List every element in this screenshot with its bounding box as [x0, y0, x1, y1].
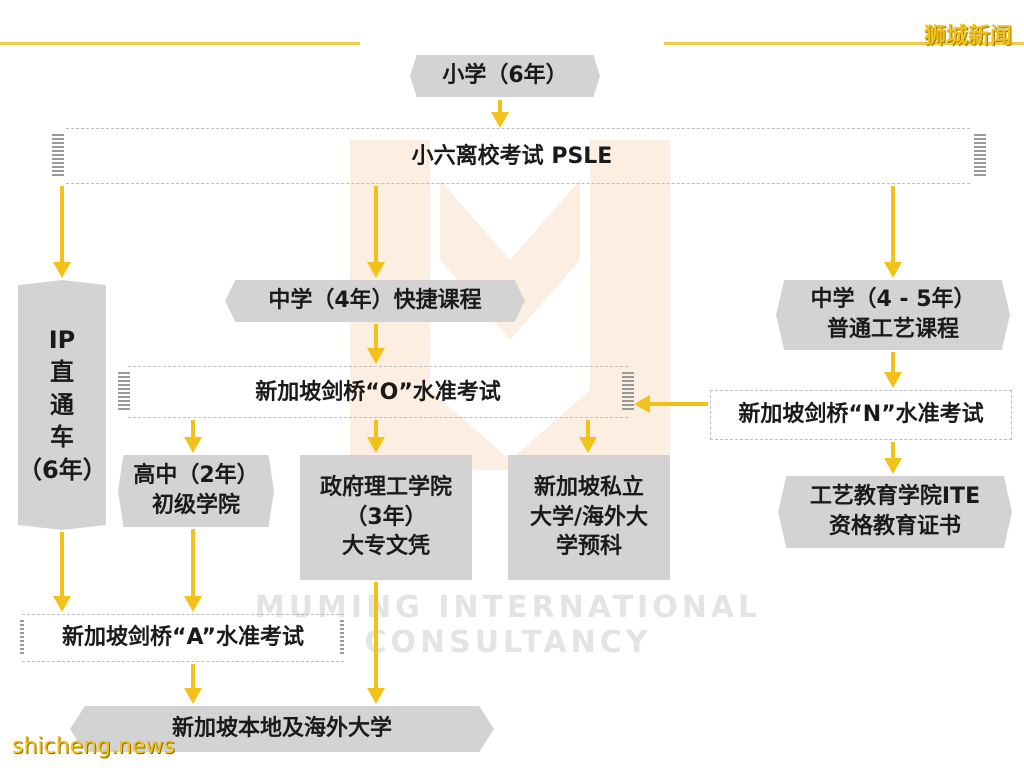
node-o-level: 新加坡剑桥“O”水准考试	[255, 380, 501, 406]
o-level-right-stripe	[622, 372, 634, 412]
poly-line-2: （3年）	[345, 504, 427, 530]
arrow-a-level-to-university	[184, 664, 202, 704]
arrow-primary-to-psle	[491, 100, 509, 128]
ip-line-2: 直	[50, 358, 74, 387]
a-level-right-stripe	[340, 620, 344, 656]
arrow-psle-to-normal	[884, 186, 902, 278]
poly-line-1: 政府理工学院	[319, 474, 452, 500]
arrow-poly-to-university	[367, 582, 385, 704]
poly-line-3: 大专文凭	[341, 534, 430, 560]
node-normal: 中学（4 - 5年） 普通工艺课程	[776, 280, 1010, 350]
ip-line-4: 车	[50, 423, 74, 452]
arrow-o-level-to-jc	[184, 420, 202, 453]
ite-line-2: 资格教育证书	[828, 514, 961, 539]
node-university: 新加坡本地及海外大学	[70, 706, 494, 752]
arrow-n-level-to-ite	[884, 442, 902, 474]
node-primary: 小学（6年）	[410, 55, 600, 97]
psle-left-stripe	[52, 134, 64, 176]
ip-line-5: （6年）	[18, 455, 107, 484]
node-poly: 政府理工学院 （3年） 大专文凭	[300, 455, 472, 580]
arrow-express-to-o-level	[367, 324, 385, 364]
watermark-text: MUMING INTERNATIONAL CONSULTANCY	[254, 590, 762, 660]
node-ite: 工艺教育学院ITE 资格教育证书	[778, 476, 1012, 548]
arrow-psle-to-ip	[53, 186, 71, 278]
private-line-1: 新加坡私立	[533, 474, 644, 500]
node-n-level: 新加坡剑桥“N”水准考试	[710, 390, 1012, 440]
normal-line-1: 中学（4 - 5年）	[810, 287, 976, 313]
ite-line-1: 工艺教育学院ITE	[809, 484, 981, 510]
o-level-band	[128, 366, 628, 418]
ip-line-3: 通	[50, 390, 74, 419]
arrow-o-level-to-poly	[367, 420, 385, 453]
arrow-psle-to-express	[367, 186, 385, 278]
ip-line-1: IP	[48, 326, 76, 355]
node-express: 中学（4年）快捷课程	[225, 280, 525, 322]
brand-logo: 狮城新闻	[923, 24, 1012, 49]
psle-label: 小六离校考试 PSLE	[411, 144, 613, 170]
normal-line-2: 普通工艺课程	[826, 317, 959, 342]
psle-band	[66, 128, 970, 184]
top-left-line	[0, 42, 360, 45]
jc-line-2: 初级学院	[151, 493, 240, 518]
arrow-normal-to-n-level	[884, 352, 902, 388]
arrow-ip-to-a-level	[53, 532, 71, 612]
jc-line-1: 高中（2年）	[133, 463, 259, 489]
arrow-o-level-to-private	[579, 420, 597, 453]
psle-right-stripe	[974, 134, 986, 176]
arrow-n-level-to-o-level	[634, 395, 708, 413]
node-a-level: 新加坡剑桥“A”水准考试	[22, 614, 344, 662]
private-line-2: 大学/海外大	[529, 504, 649, 530]
node-jc: 高中（2年） 初级学院	[118, 455, 274, 527]
node-ip: IP 直 通 车 （6年）	[18, 280, 106, 530]
o-level-left-stripe	[118, 372, 130, 412]
top-right-line	[664, 42, 1024, 45]
site-watermark: shicheng.news	[12, 734, 175, 759]
arrow-jc-to-a-level	[184, 529, 202, 612]
a-level-left-stripe	[20, 620, 24, 656]
node-private: 新加坡私立 大学/海外大 学预科	[508, 455, 670, 580]
private-line-3: 学预科	[555, 534, 622, 560]
